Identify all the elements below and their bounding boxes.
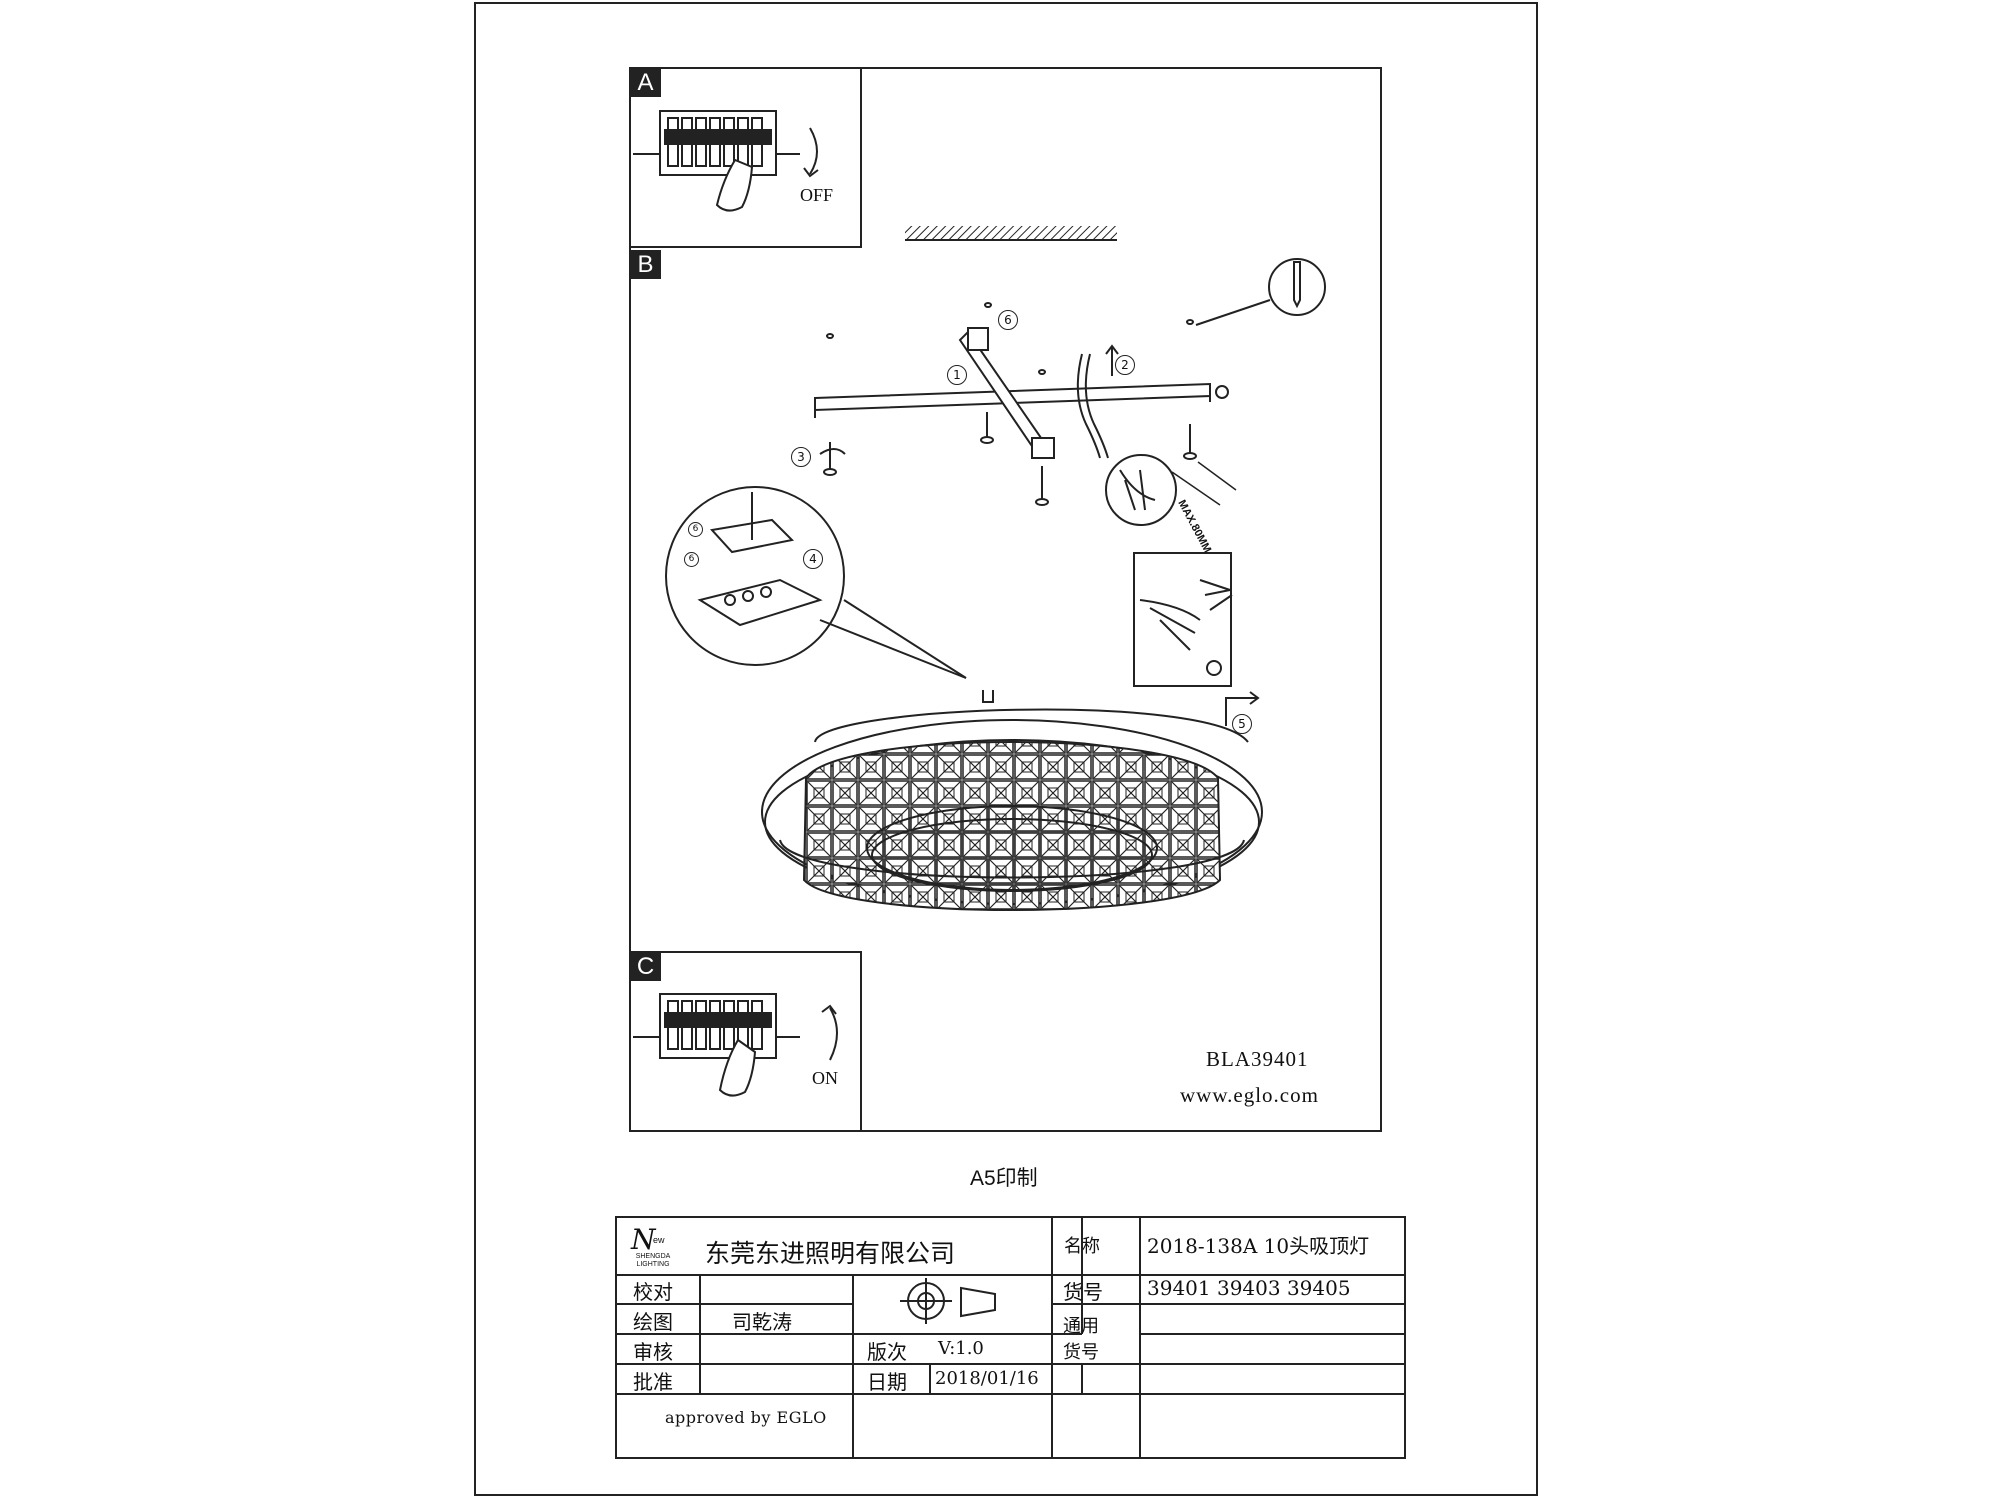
off-label: OFF	[800, 185, 834, 205]
general-item-label-1: 通用	[1063, 1316, 1099, 1337]
breaker-on-illustration	[633, 993, 838, 1097]
title-block-grid	[615, 1216, 1406, 1459]
ceiling-luminaire	[761, 690, 1263, 911]
rotate-arrow	[1225, 691, 1260, 726]
ceiling-hatch	[905, 226, 1117, 241]
projection-symbol	[900, 1278, 996, 1324]
name-value: 2018-138A 10头吸顶灯	[1147, 1234, 1370, 1258]
screws	[823, 302, 1197, 506]
terminal-detail-callout	[665, 486, 967, 679]
on-label: ON	[812, 1068, 838, 1088]
general-item-label-2: 货号	[1063, 1342, 1099, 1363]
version-label: 版次	[867, 1340, 907, 1364]
drawing-sheet-border	[474, 2, 1538, 1496]
title-block: N ew SHENGDA LIGHTING 东莞东进照明有限公司 名称 2018…	[615, 1216, 1407, 1460]
breaker-off-illustration	[633, 110, 819, 212]
callout-6-detail-b: 6	[684, 552, 699, 567]
approved-by: approved by EGLO	[665, 1408, 827, 1427]
version-value: V:1.0	[938, 1338, 984, 1359]
step-b-tag: B	[630, 250, 661, 279]
website: www.eglo.com	[1180, 1083, 1319, 1107]
callout-6: 6	[998, 310, 1018, 330]
name-label: 名称	[1064, 1236, 1100, 1257]
tighten-arrow	[819, 448, 846, 455]
review-label: 审核	[633, 1340, 673, 1364]
company-name: 东莞东进照明有限公司	[705, 1239, 956, 1268]
print-format-note: A5印制	[970, 1167, 1038, 1190]
date-label: 日期	[867, 1370, 907, 1394]
item-no-label: 货号	[1063, 1280, 1103, 1304]
wire-strip-detail	[1105, 454, 1237, 687]
item-no-value: 39401 39403 39405	[1147, 1276, 1351, 1300]
logo-mark-ew: ew	[653, 1235, 665, 1245]
step-c-tag: C	[630, 952, 661, 981]
logo-mark-n: N	[631, 1223, 656, 1256]
draw-value: 司乾涛	[732, 1310, 792, 1334]
draw-label: 绘图	[633, 1310, 673, 1334]
step-a-tag: A	[630, 68, 661, 97]
callout-1: 1	[947, 365, 967, 385]
instruction-panel	[629, 67, 1382, 1132]
callout-6-detail-a: 6	[688, 522, 703, 537]
callout-3: 3	[791, 447, 811, 467]
logo-line-2: LIGHTING	[636, 1261, 670, 1268]
callout-2: 2	[1115, 355, 1135, 375]
check-label: 校对	[633, 1280, 673, 1304]
callout-5: 5	[1232, 714, 1252, 734]
date-value: 2018/01/16	[935, 1368, 1039, 1389]
logo-line-1: SHENGDA	[635, 1253, 671, 1260]
callout-4: 4	[803, 549, 823, 569]
mounting-bracket	[814, 327, 1229, 459]
approve-label: 批准	[633, 1370, 673, 1394]
model-code: BLA39401	[1206, 1047, 1309, 1071]
supply-cable	[1076, 344, 1119, 459]
plug-detail-callout	[1195, 258, 1326, 326]
